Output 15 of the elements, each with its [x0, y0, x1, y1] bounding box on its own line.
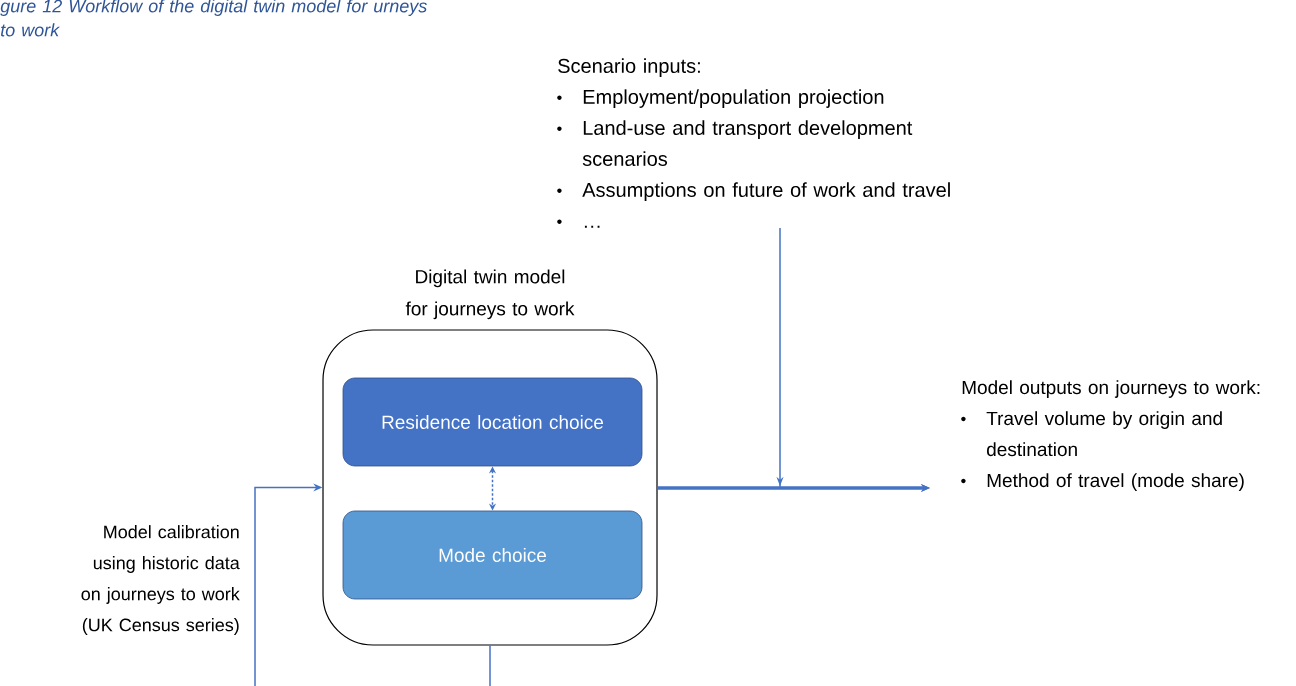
- node-label: …: [584, 225, 600, 228]
- process-box: Mode choice: [342, 510, 643, 600]
- node-label: Travel volume by origin and destination: [986, 411, 1222, 457]
- node-label: Employment/population projection: [583, 89, 884, 108]
- bullet-list: Model outputs on journeys to work: Travel volume by origin and destination Method of travel (mode share): [961, 380, 1260, 491]
- node-label: Scenario inputs:: [558, 58, 700, 77]
- node-label: Assumptions on future of work and travel: [582, 182, 950, 201]
- node-label: Land-use and transport development scenarios: [582, 120, 913, 166]
- bullet-list: Scenario inputs: Employment/population projection Land-use and transport development scenarios Assumptions on future of work and travel …: [557, 58, 950, 228]
- node-label: Model outputs on journeys to work:: [962, 380, 1260, 398]
- process-box: Residence location choice: [342, 377, 643, 467]
- edge-label: Model calibration using historic data on journeys to work (UK Census series): [81, 525, 240, 635]
- caption: gure 12 Workflow of the digital twin model for urneys to work: [0, 0, 427, 37]
- node-label: Method of travel (mode share): [987, 473, 1244, 491]
- node-label: Digital twin model for journeys to work: [405, 269, 575, 320]
